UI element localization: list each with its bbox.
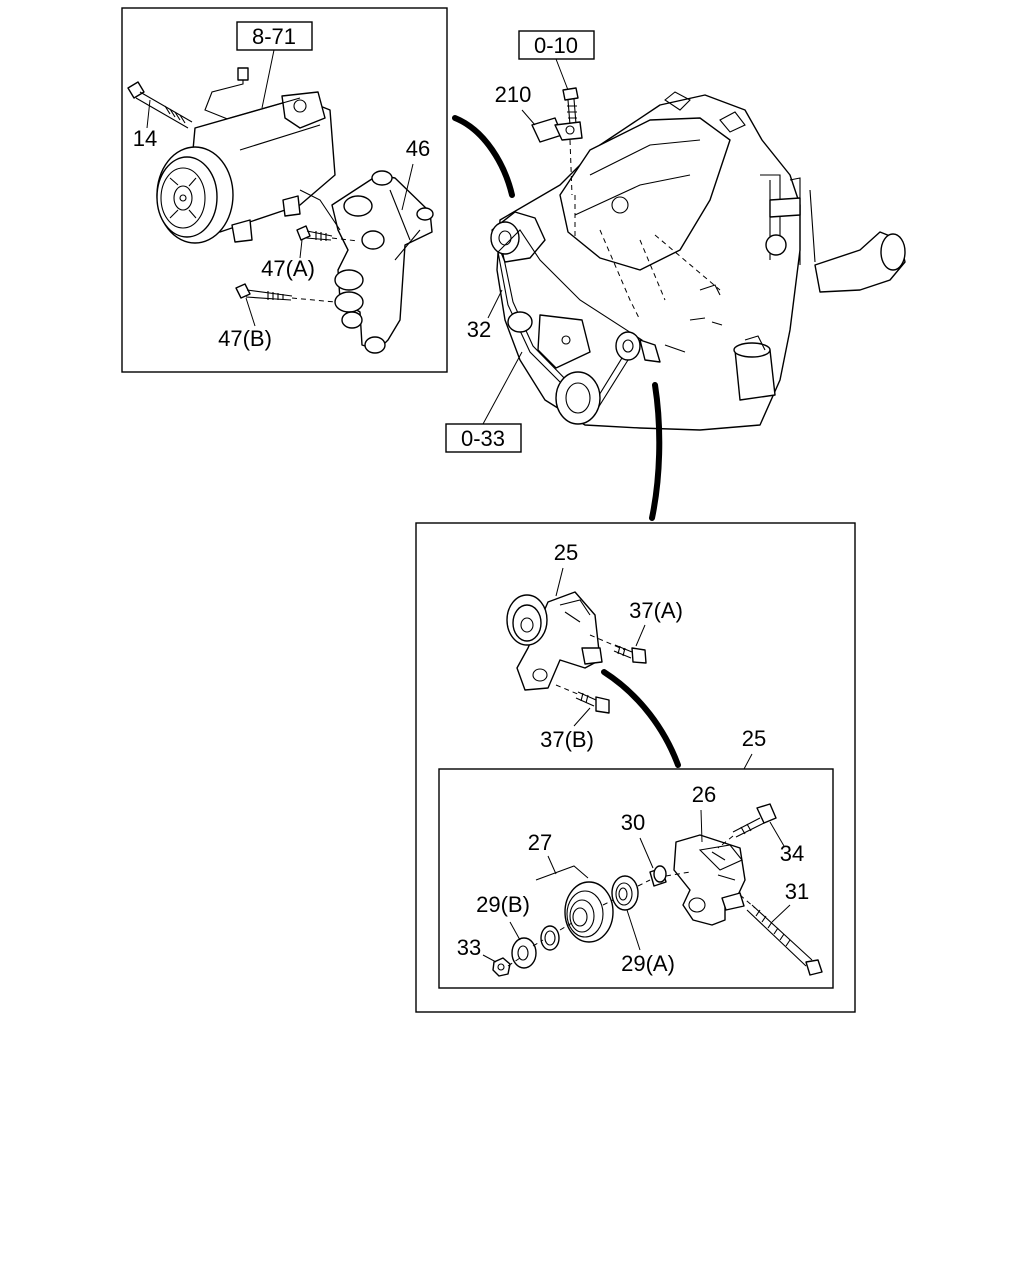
bolt-37b [555, 684, 610, 714]
connector-tensioner-exploded [601, 669, 681, 768]
label-29a[interactable]: 29(A) [621, 951, 675, 976]
compressor-inset: 8-71 14 [121, 7, 448, 373]
label-46[interactable]: 46 [406, 136, 430, 161]
exploded-inset: 25 26 34 [438, 726, 834, 989]
label-47a[interactable]: 47(A) [261, 256, 315, 281]
tensioner-inset: 25 37(A) 37(B) 25 [415, 522, 856, 1013]
bracket-46 [299, 170, 434, 354]
label-47b[interactable]: 47(B) [218, 326, 272, 351]
label-29b[interactable]: 29(B) [476, 892, 530, 917]
engine-drawing [490, 91, 906, 431]
ac-compressor-drawing [156, 67, 336, 244]
bolt-14 [127, 81, 193, 129]
bolt-0-10 [562, 87, 579, 126]
clip-210 [531, 117, 583, 196]
label-37b[interactable]: 37(B) [540, 727, 594, 752]
bolt-34 [717, 803, 777, 849]
ref-box-8-71[interactable] [236, 21, 313, 51]
label-37a[interactable]: 37(A) [629, 598, 683, 623]
label-25-top[interactable]: 25 [554, 540, 578, 565]
ref-label-0-33[interactable]: 0-33 [461, 426, 505, 451]
label-210[interactable]: 210 [495, 82, 532, 107]
ref-label-8-71[interactable]: 8-71 [252, 24, 296, 49]
label-32[interactable]: 32 [467, 317, 491, 342]
exploded-inset-frame [438, 768, 834, 989]
bolt-47a [296, 225, 359, 242]
label-14[interactable]: 14 [133, 126, 157, 151]
bolt-31 [739, 894, 823, 976]
tensioner-inset-frame [415, 522, 856, 1013]
pulley-27 [564, 881, 614, 943]
bearing-small [540, 925, 560, 951]
nut-33 [492, 957, 511, 977]
label-27[interactable]: 27 [528, 830, 552, 855]
collar-30 [649, 865, 691, 887]
label-30[interactable]: 30 [621, 810, 645, 835]
washer-29b [511, 937, 537, 969]
tensioner-assembly-25 [506, 591, 603, 691]
bolt-47b [235, 283, 336, 303]
connector-compressor-engine [452, 115, 515, 198]
ref-label-0-10[interactable]: 0-10 [534, 33, 578, 58]
bracket-26 [673, 834, 746, 926]
label-25-sub[interactable]: 25 [742, 726, 766, 751]
label-31[interactable]: 31 [785, 879, 809, 904]
connector-engine-tensioner [649, 382, 663, 521]
bolt-37a [589, 634, 647, 664]
label-26[interactable]: 26 [692, 782, 716, 807]
bearing-29a [611, 875, 639, 911]
label-33[interactable]: 33 [457, 935, 481, 960]
compressor-inset-frame [121, 7, 448, 373]
